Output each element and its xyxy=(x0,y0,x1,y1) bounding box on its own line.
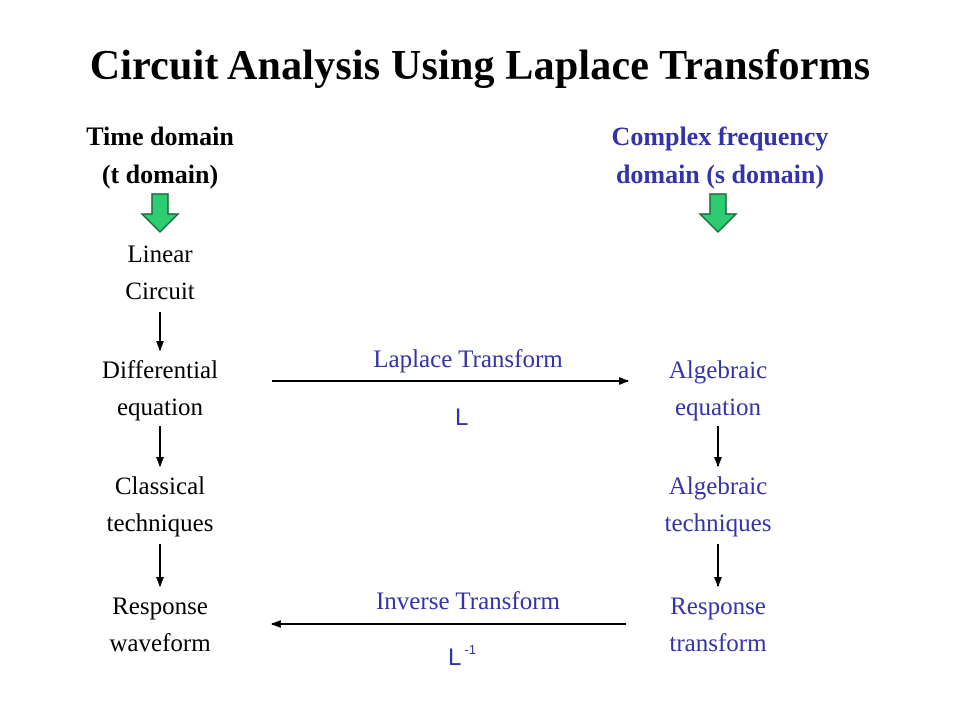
response-waveform-node: Response waveform xyxy=(60,588,260,662)
response-transform-line2: transform xyxy=(669,630,767,657)
classical-techniques-line1: Classical xyxy=(114,473,206,500)
differential-equation-node: Differential equation xyxy=(60,352,260,426)
response-waveform-line1: Response xyxy=(112,593,208,620)
algebraic-techniques-line2: techniques xyxy=(664,510,772,537)
green-down-arrow-right xyxy=(698,193,738,234)
linear-circuit-line1: Linear xyxy=(127,241,193,268)
classical-techniques-node: Classical techniques xyxy=(60,468,260,542)
inverse-transform-label: Inverse Transform xyxy=(375,588,560,615)
s-domain-header: Complex frequency domain (s domain) xyxy=(560,118,880,194)
differential-equation-line1: Differential xyxy=(101,357,219,384)
green-down-arrow-left xyxy=(140,193,180,234)
laplace-transform-label: Laplace Transform xyxy=(373,346,563,373)
time-domain-header-line2: (t domain) xyxy=(101,160,219,189)
linear-circuit-node: Linear Circuit xyxy=(60,236,260,310)
page-title: Circuit Analysis Using Laplace Transform… xyxy=(89,43,871,89)
algebraic-techniques-line1: Algebraic xyxy=(668,473,768,500)
time-domain-header-line1: Time domain xyxy=(86,122,234,151)
response-transform-line1: Response xyxy=(670,593,766,620)
time-domain-header: Time domain (t domain) xyxy=(50,118,270,194)
s-domain-header-line1: Complex frequency xyxy=(611,122,829,151)
algebraic-equation-node: Algebraic equation xyxy=(618,352,818,426)
classical-techniques-line2: techniques xyxy=(106,510,214,537)
linear-circuit-line2: Circuit xyxy=(125,278,195,305)
laplace-symbol-letter: L xyxy=(455,404,469,431)
differential-equation-line2: equation xyxy=(116,394,204,421)
laplace-symbol: L xyxy=(455,404,468,432)
response-transform-node: Response transform xyxy=(618,588,818,662)
algebraic-equation-line1: Algebraic xyxy=(668,357,768,384)
algebraic-techniques-node: Algebraic techniques xyxy=(618,468,818,542)
inverse-laplace-symbol-letter: L xyxy=(448,644,462,671)
response-waveform-line2: waveform xyxy=(109,630,211,657)
inverse-laplace-symbol: L-1 xyxy=(448,642,476,672)
algebraic-equation-line2: equation xyxy=(674,394,762,421)
s-domain-header-line2: domain (s domain) xyxy=(615,160,825,189)
inverse-superscript: -1 xyxy=(464,642,476,657)
